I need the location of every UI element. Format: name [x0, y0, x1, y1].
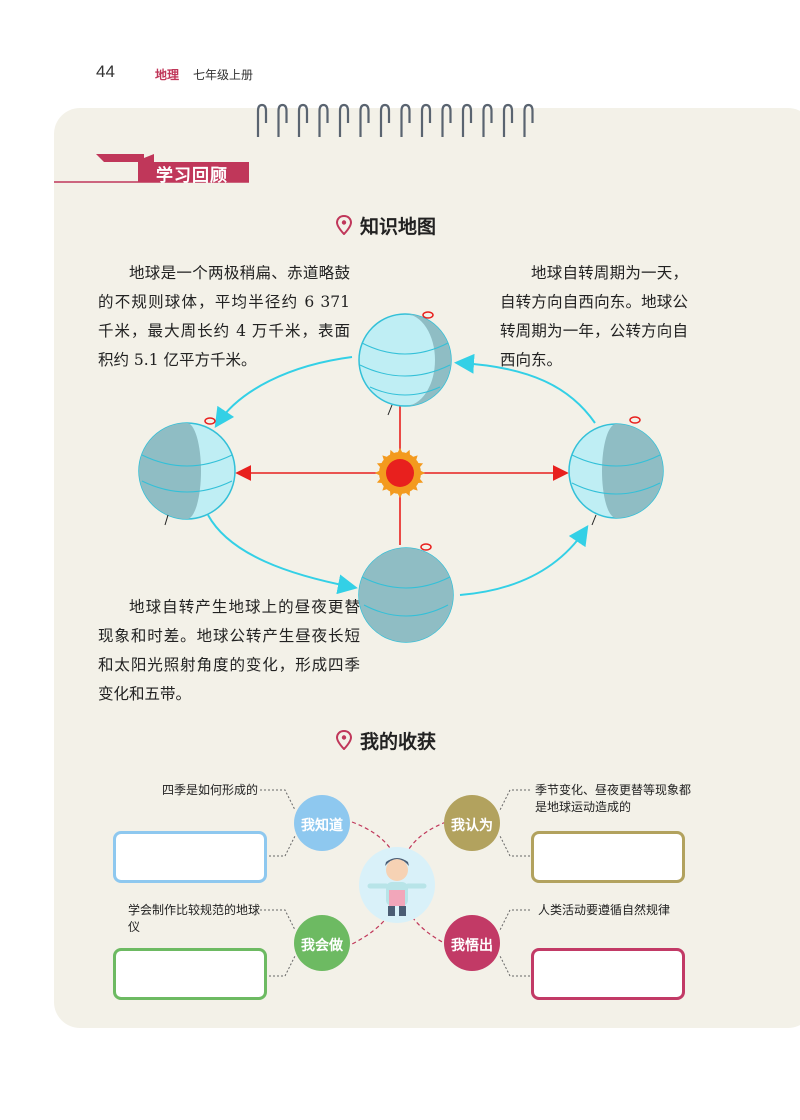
realize-circle [444, 915, 500, 971]
do-note: 学会制作比较规范的地球仪 [128, 903, 261, 934]
realize-answer-box[interactable] [531, 948, 685, 1000]
spiral-ring [318, 103, 329, 137]
student-avatar [359, 847, 435, 923]
spiral-ring [379, 103, 391, 137]
know-note: 四季是如何形成的 [162, 783, 259, 797]
realize-note: 人类活动要遵循自然规律 [538, 903, 671, 917]
sun-icon [375, 448, 425, 498]
spiral-ring [256, 103, 268, 137]
location-pin-icon-2 [336, 730, 352, 750]
spiral-ring [502, 103, 514, 137]
spiral-ring [400, 103, 411, 137]
section-title: 学习回顾 [156, 166, 228, 186]
orbit-arrow-top-right [454, 353, 596, 424]
spiral-ring [297, 103, 309, 137]
know-label: 我知道 [301, 818, 343, 834]
earth-right-icon [568, 416, 664, 526]
page-number: 44 [96, 62, 115, 81]
orbit-arrow-top-left [214, 356, 353, 428]
do-label: 我会做 [301, 938, 343, 954]
knowledge-map-title: 知识地图 [360, 216, 437, 238]
spiral-ring [359, 103, 370, 137]
spiral-ring [523, 103, 534, 137]
orbit-arrow-bottom-left [207, 514, 358, 595]
think-circle [444, 795, 500, 851]
spiral-ring [420, 103, 432, 137]
header-subject: 地理 [155, 68, 180, 82]
earth-left-icon [138, 417, 236, 526]
think-label: 我认为 [451, 818, 493, 834]
realize-label: 我悟出 [451, 938, 493, 954]
earth-top-icon [358, 311, 452, 416]
know-answer-box[interactable] [113, 831, 267, 883]
earth-bottom-icon [358, 543, 454, 643]
earth-motion-text: 地球自转周期为一天，自转方向自西向东。地球公转周期为一年，公转方向自西向东。 [500, 264, 688, 369]
earth-shape-text: 地球是一个两极稍扁、赤道略鼓的不规则球体，平均半径约 6 371 千米，最大周长… [98, 264, 350, 369]
spiral-binding [256, 103, 534, 137]
do-answer-box[interactable] [113, 948, 267, 1000]
know-circle [294, 795, 350, 851]
gains-title: 我的收获 [360, 731, 437, 753]
think-answer-box[interactable] [531, 831, 685, 883]
spiral-ring [277, 103, 288, 137]
do-circle [294, 915, 350, 971]
earth-effects-text: 地球自转产生地球上的昼夜更替现象和时差。地球公转产生昼夜长短和太阳光照射角度的变… [98, 598, 360, 703]
spiral-ring [441, 103, 452, 137]
location-pin-icon [336, 215, 352, 235]
orbit-arrow-bottom-right [459, 525, 589, 596]
section-banner [54, 154, 249, 183]
think-note: 季节变化、昼夜更替等现象都是地球运动造成的 [535, 783, 692, 814]
spiral-ring [482, 103, 493, 137]
earth-orbit-diagram [138, 311, 664, 643]
header-book: 七年级上册 [193, 68, 254, 82]
spiral-ring [338, 103, 350, 137]
spiral-ring [461, 103, 473, 137]
